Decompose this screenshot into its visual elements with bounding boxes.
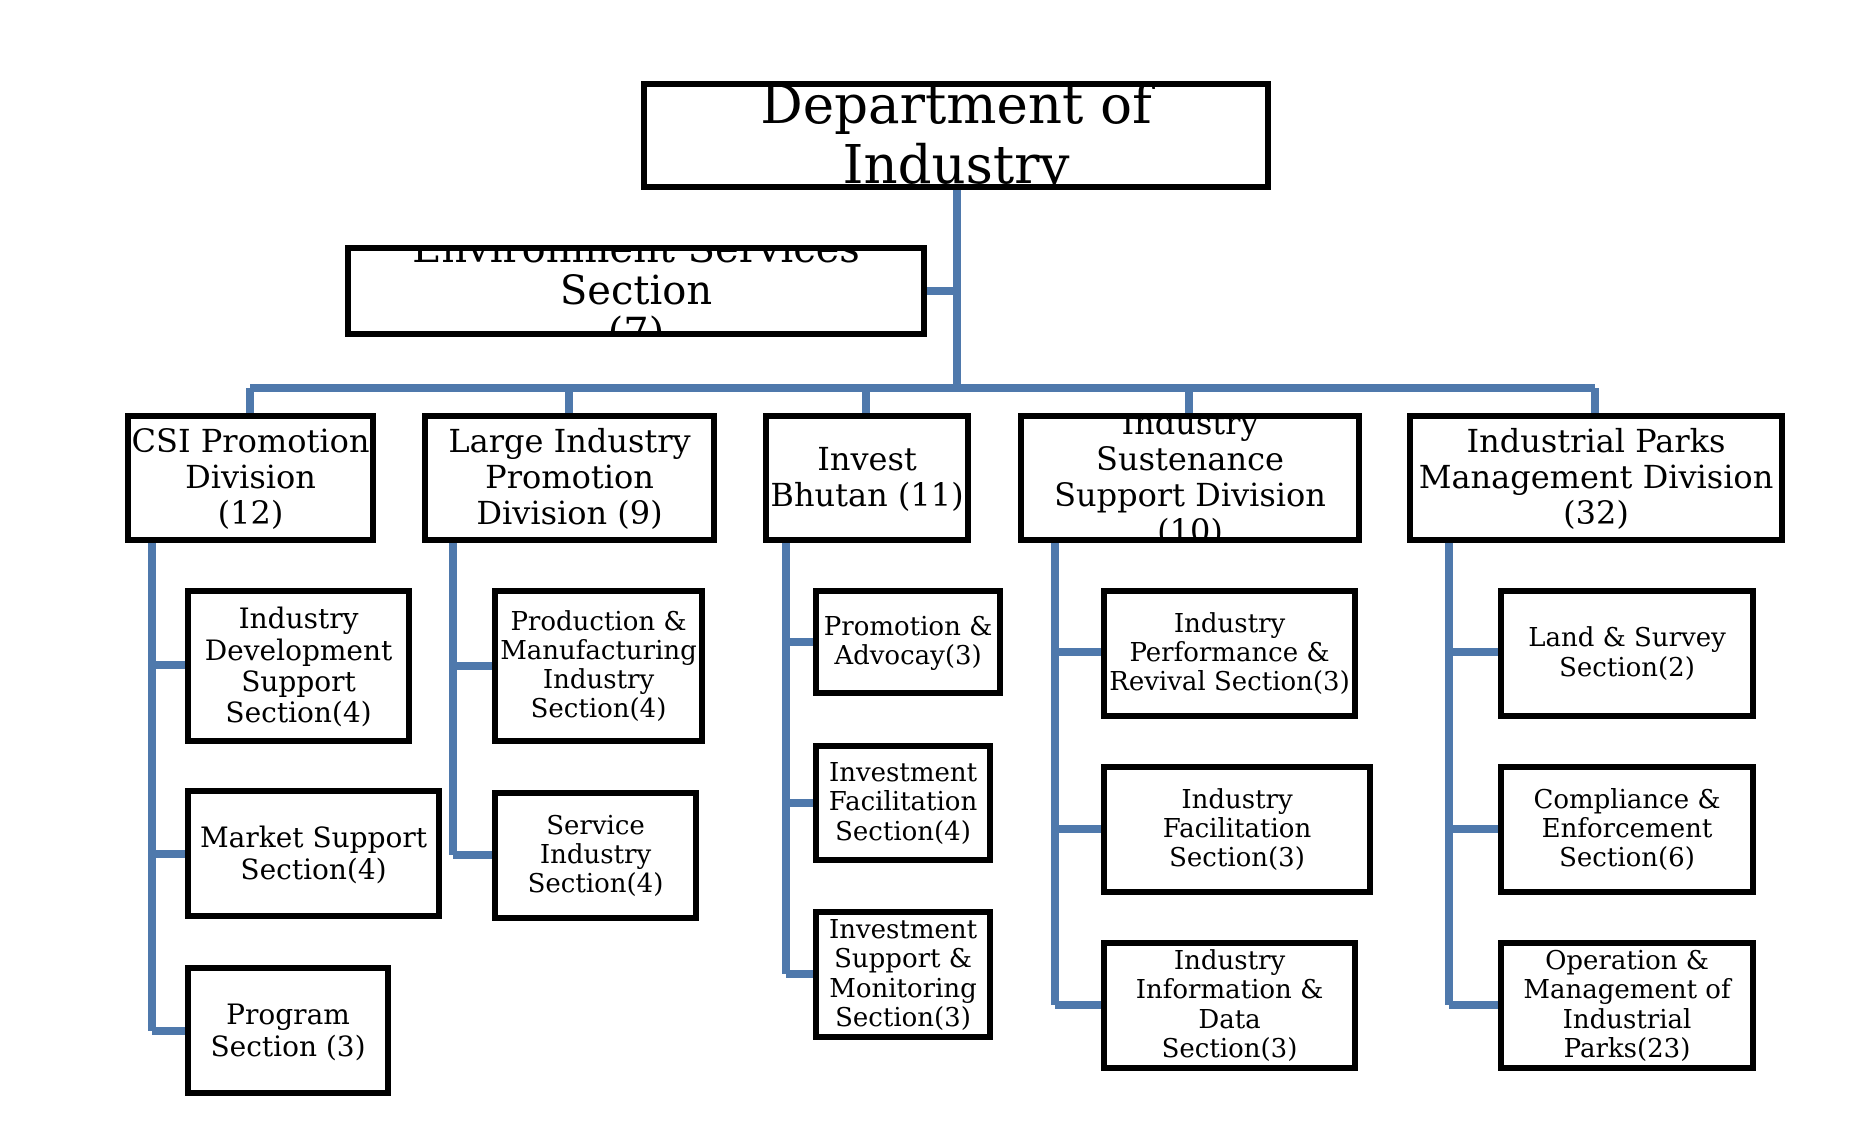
section-box-program: Program Section (3) bbox=[185, 965, 391, 1096]
section-box-market-support: Market Support Section(4) bbox=[185, 788, 442, 919]
connector-group bbox=[148, 190, 1599, 1035]
section-box-industry-facilitation: Industry Facilitation Section(3) bbox=[1101, 764, 1373, 895]
division-box-invest-bhutan: Invest Bhutan (11) bbox=[763, 413, 971, 543]
division-box-large-industry-promotion: Large Industry Promotion Division (9) bbox=[422, 413, 717, 543]
section-box-industry-performance-revival: Industry Performance & Revival Section(3… bbox=[1101, 588, 1358, 719]
section-box-investment-support-monitoring: Investment Support & Monitoring Section(… bbox=[813, 909, 993, 1040]
section-box-operation-management-industrial-parks: Operation & Management of Industrial Par… bbox=[1498, 940, 1756, 1071]
section-box-investment-facilitation: Investment Facilitation Section(4) bbox=[813, 743, 993, 863]
section-box-compliance-enforcement: Compliance & Enforcement Section(6) bbox=[1498, 764, 1756, 895]
section-box-promotion-advocacy: Promotion & Advocay(3) bbox=[813, 588, 1003, 696]
department-title-box: Department of Industry bbox=[641, 81, 1271, 190]
section-box-land-survey: Land & Survey Section(2) bbox=[1498, 588, 1756, 719]
environment-services-section-box: Environment Services Section (7) bbox=[345, 245, 927, 337]
section-box-production-manufacturing-industry: Production & Manufacturing Industry Sect… bbox=[492, 588, 705, 744]
division-box-industry-sustenance-support: Industry Sustenance Support Division (10… bbox=[1018, 413, 1362, 543]
division-box-csi-promotion: CSI Promotion Division (12) bbox=[125, 413, 376, 543]
section-box-service-industry: Service Industry Section(4) bbox=[492, 790, 699, 921]
division-box-industrial-parks-management: Industrial Parks Management Division (32… bbox=[1407, 413, 1785, 543]
section-box-industry-development-support: Industry Development Support Section(4) bbox=[185, 588, 412, 744]
section-box-industry-information-data: Industry Information & Data Section(3) bbox=[1101, 940, 1358, 1071]
